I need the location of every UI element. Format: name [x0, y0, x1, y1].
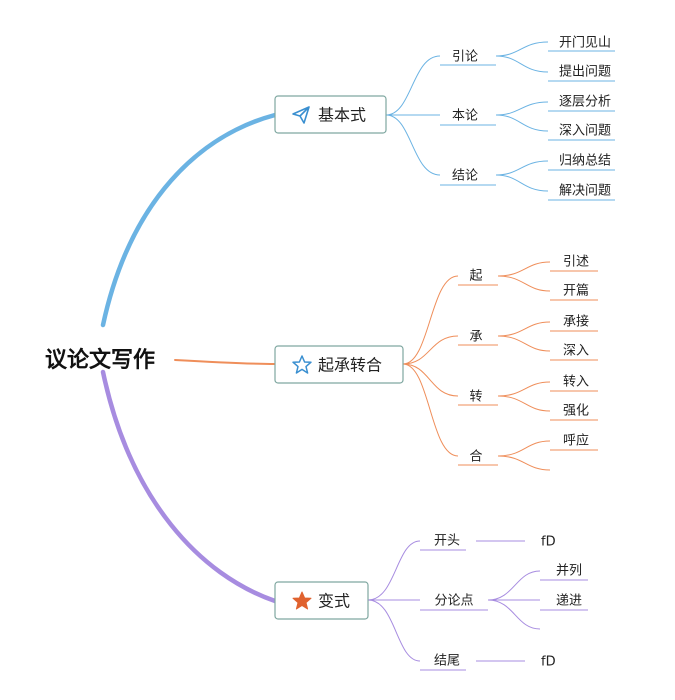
branch-variant: 变式 开头 分论点 结尾 fD 并列 递进 fD — [274, 534, 588, 671]
leaf-label[interactable]: 承接 — [563, 314, 589, 330]
leaf-label[interactable]: fD — [541, 655, 556, 670]
leaf-label[interactable]: 递进 — [556, 594, 582, 609]
leaf-label[interactable]: 强化 — [563, 404, 589, 419]
subtopic-label[interactable]: 合 — [469, 450, 482, 465]
star-outline-icon — [292, 355, 312, 374]
branch-qichengzhuanhe: 起承转合 起 承 转 合 引述 开篇 承接 深入 转入 强化 呼应 — [274, 255, 598, 471]
leaf-label[interactable]: 逐层分析 — [559, 95, 611, 110]
leaf-label[interactable]: 呼应 — [563, 433, 589, 449]
leaf-label[interactable]: 引述 — [563, 255, 589, 270]
subtopic-label[interactable]: 结尾 — [434, 654, 460, 669]
subtopic-label[interactable]: 开头 — [434, 534, 460, 549]
root-topic[interactable]: 议论文写作 — [45, 347, 155, 373]
leaf-label[interactable]: 开门见山 — [559, 36, 611, 51]
connector-root-branch-2 — [174, 359, 276, 365]
subtopic-label[interactable]: 结论 — [452, 169, 478, 184]
branch-basic: 基本式 引论 本论 结论 开门见山 提出问题 逐层分析 深入问题 归纳总结 解决… — [274, 36, 615, 201]
connector-root-branch-3 — [100, 369, 278, 604]
star-filled-icon — [292, 591, 312, 610]
branch-node-variant[interactable] — [274, 581, 369, 620]
leaf-label[interactable]: 并列 — [556, 564, 582, 579]
leaf-label[interactable]: 解决问题 — [559, 184, 611, 199]
branch-label-variant: 变式 — [318, 592, 350, 611]
leaf-label[interactable]: fD — [541, 535, 556, 550]
subtopic-label[interactable]: 起 — [469, 269, 482, 284]
subtopic-label[interactable]: 本论 — [452, 109, 478, 124]
subtopic-label[interactable]: 分论点 — [434, 594, 473, 609]
subtopic-label[interactable]: 转 — [469, 390, 482, 405]
connector-root-branch-1 — [100, 112, 278, 328]
branch-label-qichengzhuanhe: 起承转合 — [318, 356, 382, 375]
leaf-label[interactable]: 深入问题 — [559, 124, 611, 139]
leaf-label[interactable]: 开篇 — [563, 284, 589, 299]
subtopic-label[interactable]: 引论 — [452, 50, 478, 65]
leaf-label[interactable]: 提出问题 — [559, 64, 611, 80]
branch-label-basic: 基本式 — [318, 106, 366, 125]
leaf-label[interactable]: 归纳总结 — [559, 154, 611, 169]
leaf-label[interactable]: 转入 — [563, 375, 589, 390]
paper-plane-icon — [292, 106, 310, 124]
leaf-label[interactable]: 深入 — [563, 344, 589, 359]
branch-node-basic[interactable] — [274, 95, 387, 134]
subtopic-label[interactable]: 承 — [469, 330, 482, 345]
branch-node-qichengzhuanhe[interactable] — [274, 345, 404, 384]
